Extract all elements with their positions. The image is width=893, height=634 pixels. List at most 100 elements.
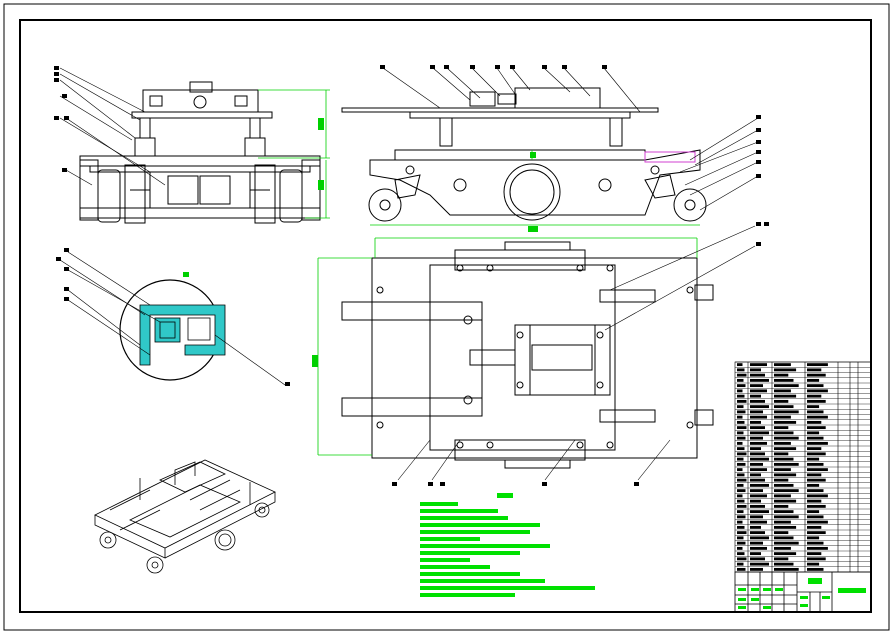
bom-cell-mark [750, 405, 769, 409]
bom-cell-mark [807, 494, 828, 498]
bom-cell-mark [774, 363, 791, 367]
bom-cell-mark [774, 436, 799, 440]
bom-cell-mark [807, 373, 826, 377]
bom-cell-mark [737, 499, 745, 503]
bom-cell-mark [807, 436, 824, 440]
bom-cell-mark [807, 515, 824, 519]
bom-cell-mark [774, 494, 791, 498]
bom-cell-mark [807, 567, 824, 571]
bom-cell-mark [737, 510, 744, 514]
bom-cell-mark [750, 515, 763, 519]
bom-cell-mark [807, 405, 820, 409]
bom-cell-mark [750, 447, 761, 451]
bom-cell-mark [750, 384, 763, 388]
bom-cell-mark [774, 399, 789, 403]
bom-cell-mark [737, 378, 744, 382]
bom-cell-mark [807, 389, 828, 393]
side-view-section-mark [644, 151, 696, 163]
bom-cell-mark [774, 441, 791, 445]
bom-cell-mark [807, 478, 826, 482]
bom-cell-mark [774, 452, 789, 456]
bom-cell-mark [750, 473, 761, 477]
bom-cell-mark [774, 468, 791, 472]
bom-cell-mark [807, 525, 822, 529]
bom-cell-mark [737, 399, 747, 403]
bom-cell-mark [807, 504, 826, 508]
bom-cell-mark [807, 426, 826, 430]
bom-cell-mark [750, 378, 769, 382]
bom-cell-mark [774, 431, 794, 435]
bom-cell-mark [737, 536, 744, 540]
bom-cell-mark [774, 426, 789, 430]
bom-cell-mark [737, 384, 746, 388]
detail-view-balloons [56, 248, 290, 386]
bom-cell-mark [774, 478, 789, 482]
side-view-dimensions [370, 150, 700, 232]
bom-cell-mark [774, 510, 794, 514]
bom-cell-mark [737, 494, 743, 498]
isometric-view [94, 459, 276, 574]
bom-cell-mark [774, 499, 797, 503]
bom-cell-mark [774, 405, 794, 409]
front-view-leaders [59, 67, 166, 186]
bom-cell-mark [750, 373, 765, 377]
bom-cell-mark [737, 483, 744, 487]
bom-cell-mark [750, 510, 769, 514]
bom-cell-mark [774, 483, 794, 487]
bom-cell-mark [807, 483, 820, 487]
bom-cell-mark [737, 405, 744, 409]
bom-cell-mark [774, 368, 797, 372]
bom-cell-mark [774, 541, 799, 545]
bom-cell-mark [750, 468, 767, 472]
bom-cell-mark [774, 525, 797, 529]
bom-cell-mark [737, 531, 747, 535]
bom-cell-mark [750, 389, 767, 393]
bom-cell-mark [807, 384, 824, 388]
bom-cell-mark [750, 363, 767, 367]
bom-cell-mark [807, 499, 822, 503]
bom-cell-mark [750, 399, 765, 403]
bom-cell-mark [807, 457, 820, 461]
front-view-dimensions [258, 89, 330, 219]
bom-cell-mark [750, 536, 769, 540]
bom-cell-mark [807, 399, 826, 403]
bom-cell-mark [737, 552, 745, 556]
bom-cell-mark [774, 546, 791, 550]
bom-cell-mark [750, 504, 765, 508]
bom-cell-mark [737, 368, 745, 372]
bom-cell-mark [737, 462, 746, 466]
outer-frame [3, 3, 890, 631]
bom-cell-mark [737, 520, 743, 524]
bom-cell-mark [807, 520, 828, 524]
bom-cell-mark [774, 415, 791, 419]
bom-cell-mark [750, 494, 767, 498]
bom-cell-mark [807, 473, 822, 477]
bom-cell-mark [750, 525, 761, 529]
bom-cell-mark [774, 378, 794, 382]
bom-cell-mark [807, 541, 824, 545]
bom-cell-mark [737, 504, 747, 508]
bom-cell-mark [807, 394, 822, 398]
bom-cell-mark [807, 378, 820, 382]
bom-cell-mark [750, 562, 769, 566]
bom-cell-mark [750, 541, 763, 545]
front-view-balloons [54, 66, 69, 172]
bom-cell-mark [737, 525, 745, 529]
title-block [734, 571, 872, 613]
bom-cell-mark [750, 452, 765, 456]
bom-cell-mark [807, 489, 824, 493]
bom-cell-mark [737, 415, 743, 419]
bom-cell-mark [737, 567, 746, 571]
title-block-fills [738, 578, 866, 609]
bom-cell-mark [737, 426, 747, 430]
bom-cell-mark [750, 457, 769, 461]
bom-cell-mark [737, 562, 744, 566]
bom-cell-mark [807, 441, 828, 445]
bom-cell-mark [774, 536, 794, 540]
bom-cell-mark [807, 510, 820, 514]
bom-cell-mark [774, 489, 799, 493]
bom-cell-mark [737, 452, 747, 456]
bom-cell-mark [737, 489, 746, 493]
bom-cell-mark [750, 531, 765, 535]
